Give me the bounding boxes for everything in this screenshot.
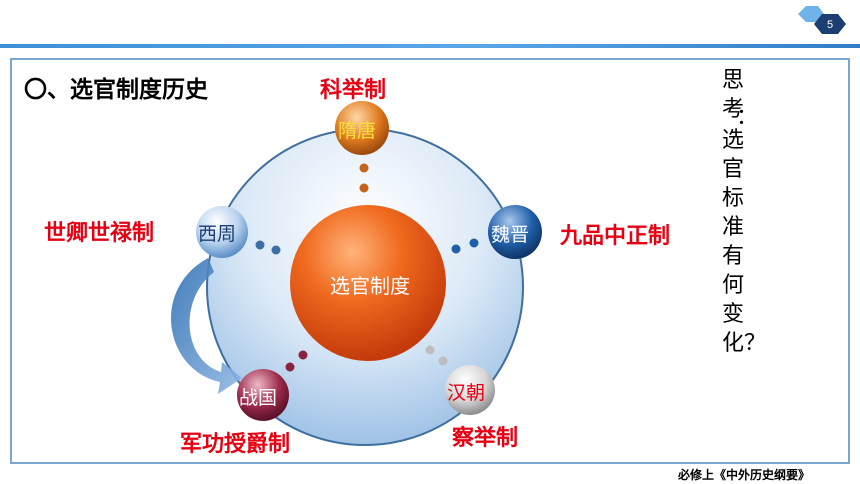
header-rule: [0, 44, 860, 48]
era-label-left: 西周: [198, 223, 237, 245]
page-number: 5: [827, 19, 833, 31]
hexagon-icon: [798, 6, 824, 22]
content-frame: [10, 58, 850, 464]
page-badge: 5: [798, 6, 846, 34]
system-label-bottom-right: 察举制: [452, 426, 519, 451]
center-label: 选官制度: [330, 274, 410, 298]
era-label-bottom-left: 战国: [239, 387, 278, 409]
node-sphere-bottom-left: [237, 369, 289, 421]
system-label-top: 科举制: [320, 78, 387, 103]
era-label-bottom-right: 汉朝: [447, 382, 486, 404]
system-label-left: 世卿世禄制: [44, 221, 155, 246]
connector-bottom-left: [285, 350, 308, 372]
hexagon-icon: [814, 14, 846, 34]
connector-right: [451, 238, 479, 254]
era-label-right: 魏晋: [491, 224, 530, 246]
slide-title: 〇、选官制度历史: [24, 77, 208, 103]
node-sphere-right: [488, 205, 542, 259]
connector-bottom-right: [425, 345, 448, 366]
footer-textbook: 必修上《中外历史纲要》: [678, 468, 811, 482]
node-sphere-left: [196, 206, 248, 258]
curved-arrow-icon: [171, 258, 242, 394]
era-label-top: 隋唐: [338, 120, 377, 142]
node-sphere-bottom-right: [445, 365, 495, 415]
system-label-right: 九品中正制: [560, 224, 671, 249]
connector-top: [359, 163, 369, 193]
node-sphere-top: [335, 101, 389, 155]
connector-left: [255, 240, 281, 255]
thinking-question: 思 考 ： 选 官 标 准 有 何 变 化？: [722, 68, 767, 356]
center-sphere: [290, 205, 446, 361]
system-label-bottom-left: 军功授爵制: [180, 432, 291, 457]
